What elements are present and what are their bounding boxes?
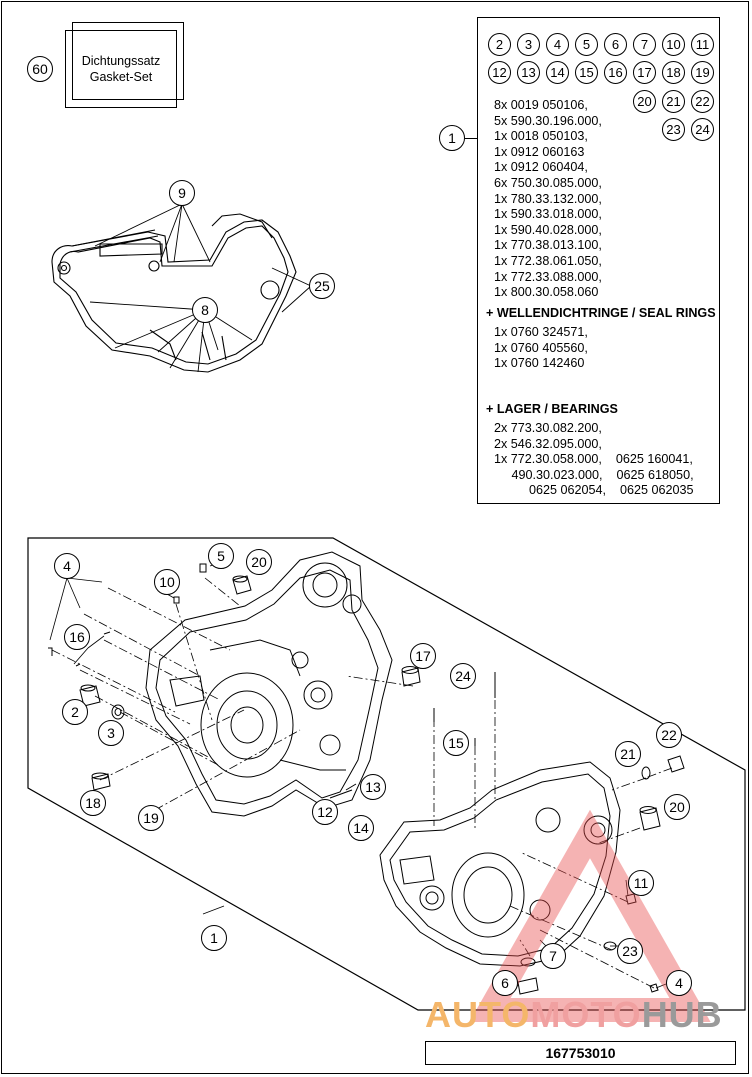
chip-7: 7 [633, 33, 656, 56]
gasket-leaders [89, 203, 312, 373]
chip-11: 11 [691, 33, 714, 56]
callout-9: 9 [169, 180, 195, 206]
callout-22: 22 [656, 722, 682, 748]
bearings-line: 2x 773.30.082.200, [494, 421, 602, 435]
exploded-view-border [27, 537, 746, 1011]
watermark-text-1: AUTO [425, 994, 531, 1035]
bearings-line: 1x 772.30.058.000, 0625 160041, [494, 452, 693, 467]
chip-5: 5 [575, 33, 598, 56]
panel-leader [465, 138, 477, 139]
seals-line: 1x 0760 142460 [494, 356, 585, 371]
parts-line: 1x 800.30.058.060 [494, 285, 599, 300]
watermark-triangle [469, 809, 711, 1022]
gasket-kit-box-back [72, 22, 184, 100]
callout-60: 60 [27, 56, 53, 82]
callout-15: 15 [443, 730, 469, 756]
chip-17: 17 [633, 61, 656, 84]
chip-15: 15 [575, 61, 598, 84]
chip-6: 6 [604, 33, 627, 56]
chip-4: 4 [546, 33, 569, 56]
parts-line: 1x 772.38.061.050, [494, 253, 602, 268]
parts-line: 1x 0912 060404, [494, 160, 588, 175]
bearings-line: 2x 546.32.095.000, [494, 436, 602, 451]
callout-20-top: 20 [246, 549, 272, 575]
seal-rings-heading: + WELLENDICHTRINGE / SEAL RINGS [486, 306, 716, 320]
callout-4-left: 4 [54, 553, 80, 579]
left-crankcase-half [145, 551, 393, 817]
callout-11: 11 [628, 870, 654, 896]
callout-13: 13 [360, 774, 386, 800]
bearings-line: 0625 062054, 0625 062035 [494, 483, 694, 498]
callout-25: 25 [309, 273, 335, 299]
chip-10: 10 [662, 33, 685, 56]
chip-22: 22 [691, 90, 714, 113]
chip-3: 3 [517, 33, 540, 56]
assembly-lines [51, 577, 673, 989]
callout-10: 10 [154, 569, 180, 595]
chip-2: 2 [488, 33, 511, 56]
callout-8: 8 [192, 297, 218, 323]
parts-list: 8x 0019 050106,5x 590.30.196.000,1x 0018… [494, 98, 602, 301]
callout-19: 19 [138, 805, 164, 831]
chip-12: 12 [488, 61, 511, 84]
bearings-heading: + LAGER / BEARINGS [486, 402, 618, 416]
parts-line: 1x 590.33.018.000, [494, 207, 602, 222]
seals-line: 1x 0760 324571, [494, 325, 588, 339]
callout-2: 2 [62, 699, 88, 725]
callout-4-right: 4 [666, 970, 692, 996]
callout-5: 5 [208, 543, 234, 569]
seals-line: 1x 0760 405560, [494, 340, 588, 355]
gasket-kit-box: Dichtungssatz Gasket-Set [65, 30, 177, 108]
chip-18: 18 [662, 61, 685, 84]
parts-line: 5x 590.30.196.000, [494, 113, 602, 128]
right-crankcase-half [379, 761, 621, 967]
callout-1-panel: 1 [439, 125, 465, 151]
callout-7: 7 [540, 943, 566, 969]
callout-1-view: 1 [201, 925, 227, 951]
callout-12: 12 [312, 799, 338, 825]
callout-3: 3 [98, 720, 124, 746]
callout-24: 24 [450, 663, 476, 689]
parts-line: 8x 0019 050106, [494, 98, 588, 112]
chip-14: 14 [546, 61, 569, 84]
callout-21: 21 [615, 741, 641, 767]
callout-20-right: 20 [664, 794, 690, 820]
seal-rings-list: 1x 0760 324571,1x 0760 405560,1x 0760 14… [494, 325, 588, 372]
callout-leaders [49, 561, 667, 989]
parts-line: 1x 0912 060163 [494, 144, 585, 159]
chip-23: 23 [662, 118, 685, 141]
bearings-line: 490.30.023.000, 0625 618050, [494, 467, 694, 482]
parts-line: 1x 780.33.132.000, [494, 191, 602, 206]
parts-line: 1x 770.38.013.100, [494, 238, 602, 253]
bearings-list: 2x 773.30.082.200,2x 546.32.095.000,1x 7… [494, 421, 694, 499]
chip-24: 24 [691, 118, 714, 141]
chip-13: 13 [517, 61, 540, 84]
callout-17: 17 [410, 643, 436, 669]
callout-6: 6 [492, 970, 518, 996]
callout-18: 18 [80, 790, 106, 816]
chip-21: 21 [662, 90, 685, 113]
watermark-logo: AUTOMOTOHUB [425, 994, 723, 1036]
chip-16: 16 [604, 61, 627, 84]
watermark-text-2: MOTO [530, 994, 642, 1035]
gasket-kit-label-de: Dichtungssatz [81, 54, 161, 68]
document-number: 167753010 [425, 1041, 736, 1065]
callout-16: 16 [64, 624, 90, 650]
callout-14: 14 [348, 815, 374, 841]
callout-23: 23 [617, 938, 643, 964]
chip-20: 20 [633, 90, 656, 113]
parts-line: 1x 0018 050103, [494, 129, 588, 144]
crankcase-gasket [51, 213, 297, 373]
parts-line: 6x 750.30.085.000, [494, 175, 602, 190]
parts-line: 1x 590.40.028.000, [494, 222, 602, 237]
chip-19: 19 [691, 61, 714, 84]
gasket-kit-label-en: Gasket-Set [89, 70, 153, 84]
watermark-text-3: HUB [641, 994, 723, 1035]
parts-line: 1x 772.33.088.000, [494, 269, 602, 284]
